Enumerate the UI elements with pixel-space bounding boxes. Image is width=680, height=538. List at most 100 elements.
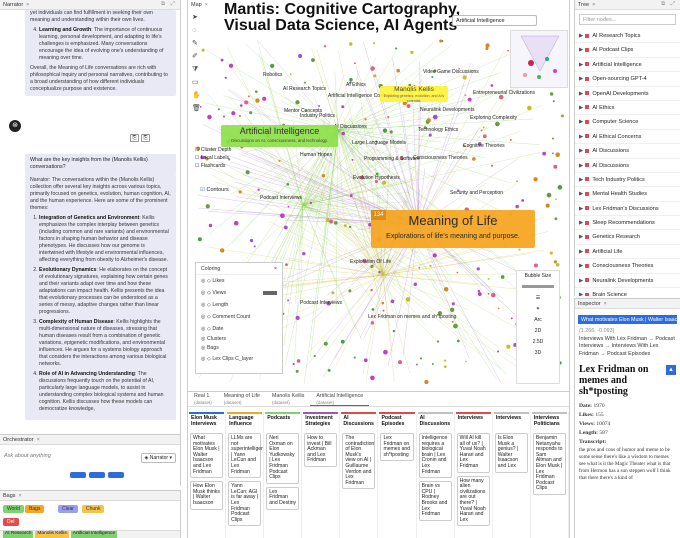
- chevron-right-icon[interactable]: ▶: [579, 119, 584, 126]
- tag-clear[interactable]: Clear: [58, 505, 78, 513]
- tag-chunk[interactable]: Chunk: [82, 505, 105, 513]
- video-card[interactable]: How many alien civilizations are out the…: [456, 475, 490, 527]
- panel-tools-icon[interactable]: ⧉ ⤢: [661, 1, 677, 7]
- tree-item[interactable]: ▶AI Ethics: [575, 101, 680, 116]
- contours-toggle[interactable]: ☑ Contours: [200, 187, 229, 193]
- hand-icon[interactable]: ✋: [192, 92, 201, 99]
- column-header[interactable]: Podcast Episodes: [379, 412, 415, 430]
- chat-messages[interactable]: yet individuals can find fulfillment in …: [0, 10, 180, 434]
- chevron-right-icon[interactable]: ▶: [579, 263, 584, 270]
- chevron-right-icon[interactable]: ▶: [579, 76, 584, 83]
- tree-item[interactable]: ▶Mental Health Studies: [575, 187, 680, 202]
- column-header[interactable]: Podcasts: [265, 412, 301, 430]
- color-scale[interactable]: [263, 291, 277, 295]
- chevron-right-icon[interactable]: ▶: [579, 104, 584, 111]
- pointer-icon[interactable]: ➤: [192, 14, 198, 21]
- cluster-card-manolis[interactable]: Manolis Kellis Exploring genetics, evolu…: [380, 86, 448, 103]
- tree-filter-input[interactable]: Filter nodes...: [579, 14, 676, 25]
- trash-icon[interactable]: 🗑: [192, 105, 201, 112]
- chevron-right-icon[interactable]: ▶: [579, 191, 584, 198]
- cluster-card-meaning-of-life[interactable]: 134 Meaning of Life Explorations of life…: [371, 210, 535, 248]
- close-icon[interactable]: ×: [592, 1, 596, 8]
- video-card[interactable]: Benjamin Netanyahu responds to Sam Altma…: [532, 433, 566, 495]
- tree-item[interactable]: ▶Artificial Intelligence: [575, 58, 680, 73]
- minimap[interactable]: [510, 30, 568, 88]
- map-label[interactable]: Evolution Hypothesis: [353, 175, 400, 181]
- column-header[interactable]: Interviews: [455, 412, 491, 430]
- map-label[interactable]: Artificial Intelligence Concepts: [328, 93, 395, 99]
- bag-tab[interactable]: Manolis Kellis: [35, 531, 69, 538]
- view-2d-button[interactable]: 2D: [534, 328, 542, 334]
- tree-item[interactable]: ▶AI Ethical Concerns: [575, 130, 680, 145]
- chevron-right-icon[interactable]: ▶: [579, 220, 584, 227]
- map-label[interactable]: Video Game Discussions: [423, 69, 479, 75]
- coloring-row[interactable]: ◎ Clusters: [201, 336, 226, 342]
- chevron-right-icon[interactable]: ▶: [579, 61, 584, 68]
- tree-item[interactable]: ▶OpenAI Developments: [575, 87, 680, 101]
- map-label[interactable]: Lex Fridman on memes and sh*tposting: [368, 314, 457, 320]
- close-icon[interactable]: ×: [36, 436, 40, 443]
- map-label[interactable]: Human Hopes: [300, 152, 332, 158]
- map-label[interactable]: Entrepreneurial Civilizations: [473, 90, 535, 96]
- agent-select[interactable]: ◈ Narrator ▾: [140, 453, 176, 463]
- close-icon[interactable]: ×: [204, 2, 208, 8]
- video-card[interactable]: Brain vs CPU | Rodney Brooks and Lex Fri…: [418, 481, 452, 521]
- chevron-right-icon[interactable]: ▶: [579, 133, 584, 140]
- video-card[interactable]: Neri Oxman on Elon Yudkowsky | Lex Fridm…: [266, 433, 300, 484]
- list-icon[interactable]: ☰: [535, 295, 541, 301]
- coloring-row[interactable]: ◎ ◇ Lex Clips C_layer: [201, 356, 254, 362]
- view-25d-button[interactable]: 2.5D: [532, 339, 544, 345]
- map-label[interactable]: Robotics: [263, 72, 283, 78]
- tab-orchestrator[interactable]: Orchestrator: [3, 436, 34, 443]
- chevron-right-icon[interactable]: ▶: [579, 248, 584, 255]
- tab-map[interactable]: Map: [191, 2, 202, 8]
- tab-narrator[interactable]: Narrator: [3, 1, 24, 8]
- video-card[interactable]: How to invest | Bill Ackman and Lex Frid…: [304, 433, 338, 467]
- video-card[interactable]: The contradiction of Elon Musk's view on…: [342, 433, 376, 490]
- tree-item[interactable]: ▶Brain Science: [575, 288, 680, 296]
- tab-manolis-kellis[interactable]: Manolis Kellis(dataset): [266, 392, 310, 406]
- copy-icon[interactable]: ⎘: [141, 134, 150, 142]
- map-label[interactable]: Cognitive Theories: [463, 143, 505, 149]
- tab-meaning-of-life[interactable]: Meaning of Life(dataset): [218, 392, 266, 406]
- option-flashcards[interactable]: ☐ Flashcards: [195, 163, 226, 169]
- scroll-up-button[interactable]: ▲: [666, 365, 676, 375]
- option-cluster-depth[interactable]: ☐ Cluster Depth: [195, 147, 232, 153]
- map-label[interactable]: Podcast Interviews: [260, 195, 302, 201]
- tree-item[interactable]: ▶Lex Fridman's Discussions: [575, 202, 680, 217]
- chevron-right-icon[interactable]: ▶: [579, 205, 584, 212]
- orchestrator-input[interactable]: Ask about anything: [4, 453, 51, 459]
- close-icon[interactable]: ×: [18, 492, 22, 499]
- action-button[interactable]: [89, 472, 105, 478]
- chevron-right-icon[interactable]: ▶: [579, 148, 584, 155]
- video-card[interactable]: Yann LeCun: AGI is far away | Lex Fridma…: [228, 481, 262, 527]
- chevron-right-icon[interactable]: ▶: [579, 277, 584, 284]
- map-label[interactable]: Mentor Concepts: [284, 108, 323, 114]
- chevron-right-icon[interactable]: ▶: [579, 176, 584, 183]
- map-label[interactable]: AI Research Topics: [283, 86, 326, 92]
- panel-tools-icon[interactable]: ⧉ ⤢: [161, 1, 177, 7]
- video-card[interactable]: Is Elon Musk a genius? | Walter Isaacson…: [494, 433, 528, 473]
- video-card[interactable]: LLMs are not superintelligent | Yann LeC…: [228, 433, 263, 479]
- map-label[interactable]: Consciousness Theories: [413, 155, 468, 161]
- coloring-row[interactable]: ◎ ◇ Date: [201, 326, 224, 332]
- tree-item[interactable]: ▶Consciousness Theories: [575, 259, 680, 274]
- star-icon[interactable]: ✶: [535, 306, 541, 312]
- view-3d-button[interactable]: 3D: [534, 350, 542, 356]
- map-label[interactable]: Security and Perception: [450, 190, 504, 196]
- map-label[interactable]: Podcast Interviews: [300, 300, 342, 306]
- cluster-card-ai[interactable]: Artificial Intelligence Discussions on A…: [221, 125, 338, 147]
- chevron-right-icon[interactable]: ▶: [579, 234, 584, 241]
- column-header[interactable]: Interviews: [493, 412, 529, 430]
- column-header[interactable]: Language Influence: [227, 412, 263, 430]
- tab-artificial-intelligence[interactable]: Artificial Intelligence(dataset): [310, 392, 370, 406]
- bag-tab[interactable]: AI Research: [3, 531, 34, 538]
- brush-icon[interactable]: ✐: [192, 53, 198, 60]
- tree-item[interactable]: ▶Genetics Research: [575, 230, 680, 245]
- send-button[interactable]: [70, 472, 86, 478]
- map-label[interactable]: Neuralink Developments: [420, 107, 475, 113]
- chevron-right-icon[interactable]: ▶: [579, 33, 584, 39]
- tree-item[interactable]: ▶AI Podcast Clips: [575, 43, 680, 58]
- chevron-right-icon[interactable]: ▶: [579, 162, 584, 169]
- tag-del[interactable]: Del: [3, 518, 19, 526]
